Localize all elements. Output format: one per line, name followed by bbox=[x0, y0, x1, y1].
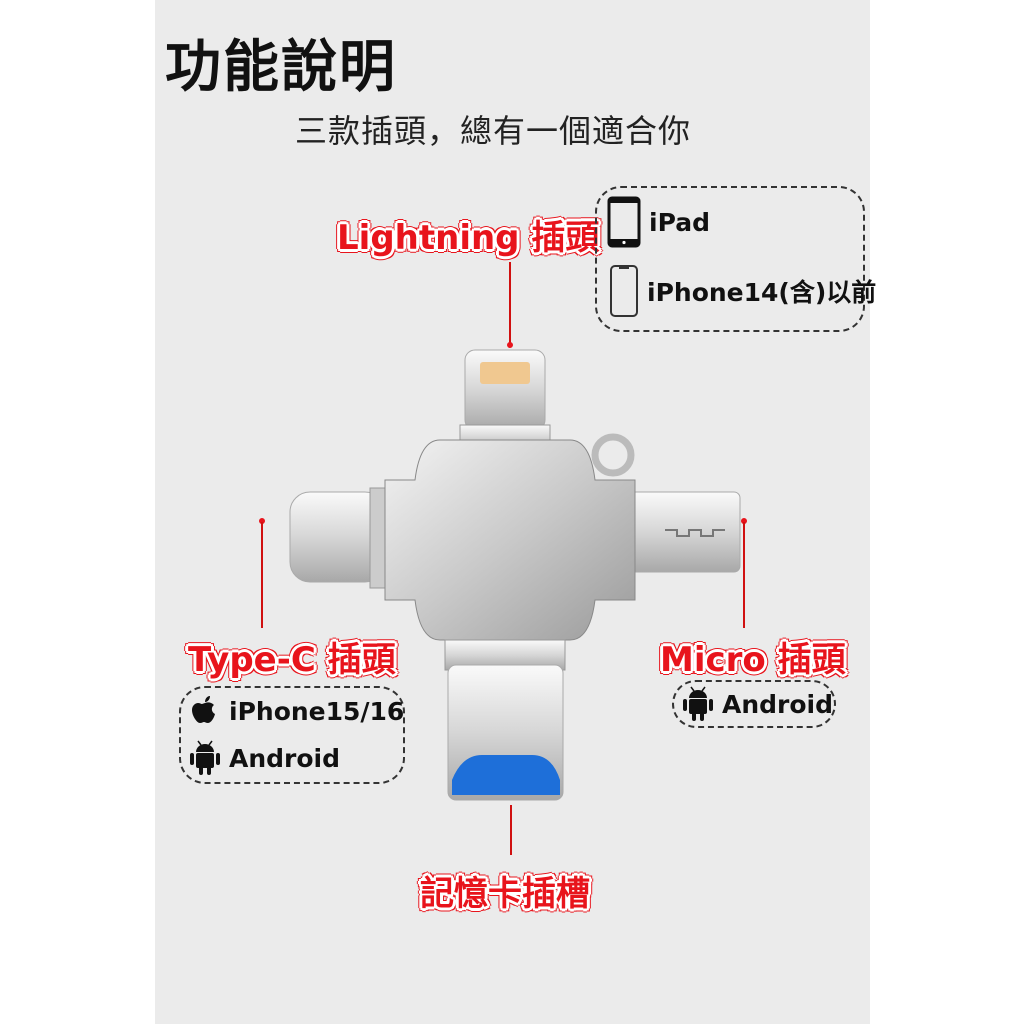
micro-compat-box: Android bbox=[672, 680, 836, 728]
pointer-dot bbox=[507, 342, 513, 348]
compat-item-android: Android bbox=[189, 740, 340, 776]
typec-compat-box: iPhone15/16 Android bbox=[179, 686, 405, 784]
micro-pointer-line bbox=[743, 522, 745, 628]
iphone-icon bbox=[610, 265, 638, 317]
typec-connector bbox=[289, 487, 391, 589]
compat-item-android: Android bbox=[682, 686, 833, 722]
page-title: 功能說明 bbox=[165, 35, 397, 100]
compat-item-ipad: iPad bbox=[607, 196, 710, 248]
typec-pointer-line bbox=[261, 522, 263, 628]
device-label: Android bbox=[722, 689, 834, 719]
otg-adapter-illustration bbox=[289, 349, 741, 801]
lightning-connector bbox=[464, 349, 546, 431]
compat-item-iphone15: iPhone15/16 bbox=[189, 694, 404, 728]
apple-icon bbox=[192, 696, 215, 723]
device-label: iPad bbox=[649, 207, 710, 237]
device-label: iPhone14(含)以前 bbox=[647, 278, 877, 307]
pointer-dot bbox=[259, 518, 265, 524]
cardslot-label: 記憶卡插槽 bbox=[420, 874, 590, 914]
subtitle: 三款插頭，總有一個適合你 bbox=[295, 112, 692, 150]
android-icon bbox=[683, 686, 713, 721]
micro-label: Micro 插頭 bbox=[660, 640, 846, 680]
ipad-icon bbox=[607, 196, 641, 248]
device-label: Android bbox=[229, 743, 341, 773]
compat-item-iphone: iPhone14(含)以前 bbox=[609, 264, 876, 318]
android-icon bbox=[190, 740, 220, 775]
device-label: iPhone15/16 bbox=[229, 696, 405, 726]
lightning-pointer-line bbox=[509, 262, 511, 344]
typec-label: Type-C 插頭 bbox=[188, 640, 396, 680]
lightning-compat-box: iPad iPhone14(含)以前 bbox=[595, 186, 876, 332]
lightning-label: Lightning 插頭 bbox=[337, 218, 600, 258]
micro-connector bbox=[629, 491, 741, 573]
pointer-dot bbox=[741, 518, 747, 524]
card-slot-connector bbox=[447, 664, 564, 801]
cardslot-pointer-line bbox=[510, 805, 512, 855]
